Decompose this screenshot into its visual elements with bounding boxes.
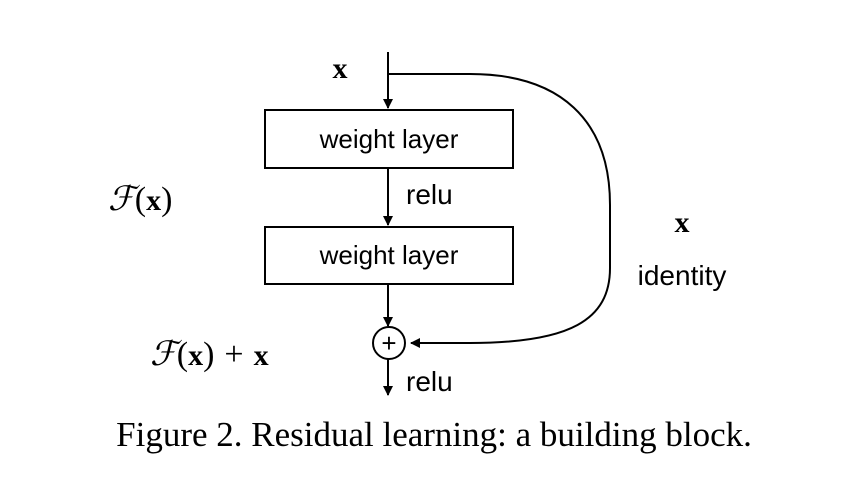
figure-caption: Figure 2. Residual learning: a building … (116, 415, 752, 454)
identity-shortcut-path (388, 73, 611, 348)
residual-function-label: ℱ(x) (108, 181, 172, 218)
relu-label-middle: relu (406, 179, 453, 210)
relu-label-output: relu (406, 366, 453, 397)
identity-label: identity (638, 260, 727, 291)
sum-symbol: + (381, 328, 396, 358)
weight-layer-1-label: weight layer (319, 124, 459, 154)
weight-layer-2-label: weight layer (319, 240, 459, 270)
weight-layer-2: weight layer (264, 226, 514, 285)
identity-x-label: x (675, 206, 690, 239)
sum-output-label: ℱ(x)+x (150, 336, 269, 373)
input-x-label: x (333, 52, 348, 85)
sum-node: + (372, 326, 406, 360)
weight-layer-1: weight layer (264, 109, 514, 169)
